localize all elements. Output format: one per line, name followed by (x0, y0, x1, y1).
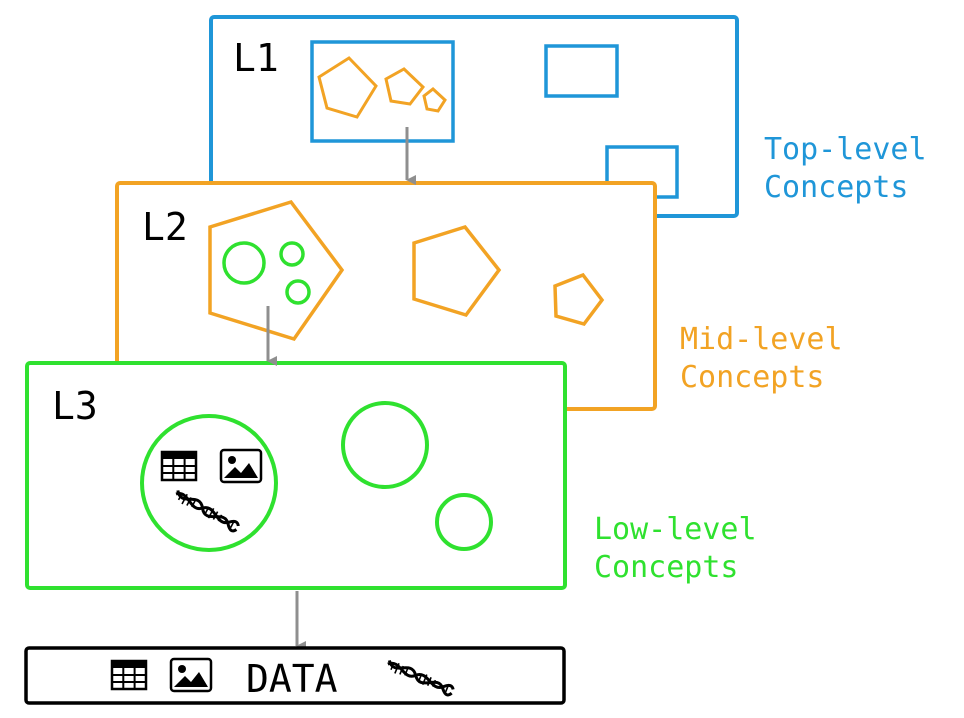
l1-pentagon-medium (384, 67, 426, 106)
l1-panel: L1 (209, 15, 739, 218)
l2-pentagon-small (553, 272, 605, 327)
image-icon (219, 448, 263, 484)
l3-tag: L3 (52, 384, 98, 428)
l3-circle-large (140, 414, 278, 552)
l1-caption-line1: Top-level (764, 132, 927, 167)
l1-concept-box-right (544, 44, 619, 98)
l3-circle-small (435, 493, 493, 551)
l3-caption: Low-level Concepts (594, 512, 775, 585)
l2-tag: L2 (142, 205, 188, 249)
data-bar-frame (24, 646, 566, 705)
l3-panel: L3 (25, 361, 567, 590)
l3-frame (25, 361, 567, 590)
l2-circle-large (222, 241, 266, 285)
l3-circle-medium (341, 401, 429, 489)
l2-panel: L2 (115, 181, 657, 411)
data-bar: DATA (24, 646, 566, 705)
l3-caption-line1: Low-level (594, 512, 757, 547)
l2-pentagon-medium (412, 224, 502, 318)
l1-pentagon-large (317, 56, 378, 119)
table-icon (160, 450, 198, 482)
image-icon (169, 657, 213, 693)
l3-caption-line2: Concepts (594, 550, 739, 585)
l1-concept-box-main (310, 40, 455, 143)
l2-circle-small-bottom (285, 279, 311, 305)
l1-pentagon-small (422, 87, 447, 113)
l2-circle-small-top (279, 241, 305, 267)
l1-caption-line2: Concepts (764, 170, 909, 205)
table-icon (110, 659, 148, 691)
l1-tag: L1 (233, 36, 279, 80)
l2-caption: Mid-level Concepts (680, 322, 861, 395)
l1-caption: Top-level Concepts (764, 132, 945, 205)
l2-pentagon-large (208, 199, 345, 342)
data-label: DATA (246, 657, 338, 701)
l2-caption-line2: Concepts (680, 360, 825, 395)
l2-caption-line1: Mid-level (680, 322, 843, 357)
